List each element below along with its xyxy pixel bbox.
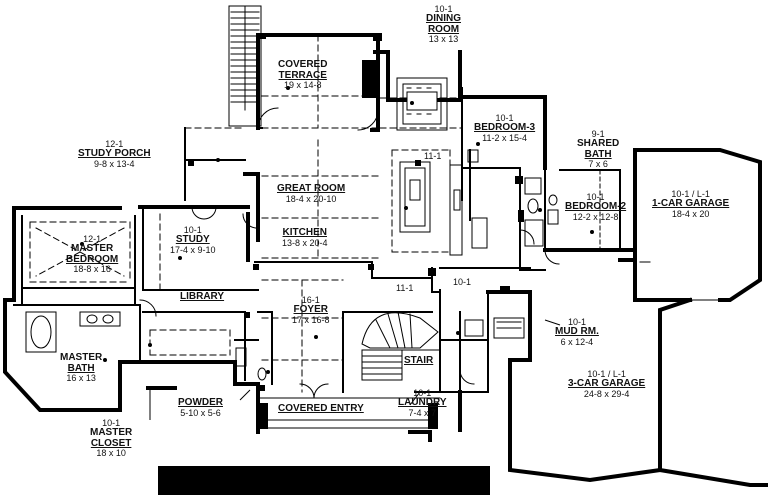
room-name: COVERED [278,59,328,70]
leader-lines [149,319,561,420]
room-name: KITCHEN [282,227,327,238]
room-dims: 13 x 13 [428,34,459,45]
room-name: LAUNDRY [398,397,447,409]
bottom-black-bar [158,466,490,495]
room-dims: 7 x 6 [588,159,608,170]
garage-1-label: 10-1 / L-1 1-CAR GARAGE 18-4 x 20 [652,189,730,219]
great-room-label: GREAT ROOM 18-4 x 20-10 [277,183,346,204]
room-name: BEDROOM-2 [565,201,627,213]
stair-label: STAIR [404,355,434,367]
ceiling-height: 10-1 [413,388,432,398]
ceiling-height: 10-1 [495,113,514,123]
ceiling-height: 10-1 [586,192,605,202]
library-label: LIBRARY [180,291,225,303]
room-dims: 6 x 12-4 [560,336,594,347]
room-name: POWDER [178,397,223,408]
room-dims: 17 x 16-8 [292,314,330,325]
room-dims: 9-8 x 13-4 [94,158,135,169]
room-name-line2: BEDROOM [66,253,119,265]
ceiling-height: 10-1 [434,4,453,14]
study-porch-label: 12-1 STUDY PORCH 9-8 x 13-4 [78,139,151,169]
great-room-ceiling: 11-1 [424,151,442,161]
room-name: MASTER [90,427,133,439]
ceiling-height: 9-1 [591,129,605,139]
master-closet-label: 10-1 MASTER CLOSET 18 x 10 [90,418,133,459]
kitchen-island [399,161,463,256]
ceiling-height: 16-1 [301,295,320,305]
ceiling-height: 10-1 [102,418,121,428]
room-name-line2: BATH [67,362,95,374]
room-name: DINING [426,13,461,25]
hall-ceiling: 11-1 [396,283,414,293]
laundry-label: 10-1 LAUNDRY 7-4 x 7 [398,388,447,418]
room-name: FOYER [293,304,328,316]
room-name: GREAT ROOM [277,183,346,194]
room-dims: 7-4 x 7 [408,407,437,418]
room-name: COVERED ENTRY [278,403,364,414]
room-name: 3-CAR GARAGE [568,378,646,390]
kitchen-label: KITCHEN 13-8 x 20-4 [282,227,328,248]
room-dims: 13-8 x 20-4 [282,237,328,248]
room-name: MUD RM. [555,326,599,338]
mud-ceiling-upper: 10-1 [453,277,472,287]
stair [361,311,441,381]
dining-table [396,77,448,131]
room-dims: 5-10 x 5-6 [180,407,221,418]
room-name: BEDROOM-3 [474,122,536,134]
room-name: MASTER [71,243,114,255]
room-dims: 18-8 x 16 [73,264,111,275]
shared-bath-label: 9-1 SHARED BATH 7 x 6 [577,129,620,170]
ceiling-height: 11-1 [396,283,414,293]
room-name: STAIR [404,355,434,366]
ceiling-height: 12-1 [83,234,102,244]
room-dims: 17-4 x 9-10 [170,244,216,255]
room-name: STUDY PORCH [78,148,151,160]
bedroom-2-label: 10-1 BEDROOM-2 12-2 x 12-8 [565,192,627,222]
ceiling-height: 10-1 [567,317,586,327]
wall-posts [188,33,524,429]
ceiling-height: 10-1 [453,277,472,287]
foyer-label: 16-1 FOYER 17 x 16-8 [292,295,330,325]
ceiling-markers [80,86,594,374]
powder-label: POWDER 5-10 x 5-6 [178,397,223,418]
door-swings [139,107,560,399]
room-name: MASTER [60,352,103,363]
garage-doors [599,169,721,301]
entry-columns [257,397,441,429]
bath-fixtures [25,149,559,381]
covered-entry-label: COVERED ENTRY [278,403,364,415]
room-dims: 24-8 x 29-4 [583,388,630,399]
room-dims: 11-2 x 15-4 [482,132,527,143]
bedroom-3-label: 10-1 BEDROOM-3 11-2 x 15-4 [474,113,536,143]
ceiling-height: 11-1 [424,151,442,161]
room-dims: 16 x 13 [66,373,96,383]
master-bedroom-label: 12-1 MASTER BEDROOM 18-8 x 16 [66,234,119,275]
room-dims: 18-4 x 20-10 [285,193,337,204]
room-name: LIBRARY [180,291,225,302]
room-name-line2: BATH [584,148,612,160]
room-name-line2: TERRACE [278,69,327,81]
room-name: STUDY [175,234,210,246]
room-name-line2: ROOM [427,23,460,35]
room-dims: 18-4 x 20 [671,208,710,219]
exterior-stair [228,5,262,127]
room-dims: 19 x 14-8 [283,80,322,90]
room-dims: 18 x 10 [96,448,126,459]
mud-room-label: 10-1 MUD RM. 6 x 12-4 [555,317,599,347]
master-bath-label: MASTER BATH 16 x 13 [60,352,103,383]
covered-terrace-label: COVERED TERRACE 19 x 14-8 [278,59,328,90]
ceiling-height: 10-1 / L-1 [671,189,710,199]
room-dims: 12-2 x 12-8 [572,211,619,222]
ceiling-height: 10-1 [183,225,202,235]
study-label: 10-1 STUDY 17-4 x 9-10 [170,225,216,255]
room-name: 1-CAR GARAGE [652,198,730,210]
dining-room-label: 10-1 DINING ROOM 13 x 13 [426,4,461,45]
ceiling-height: 10-1 / L-1 [587,369,626,379]
ceiling-height: 12-1 [105,139,124,149]
garage-3-label: 10-1 / L-1 3-CAR GARAGE 24-8 x 29-4 [568,369,646,399]
room-name: SHARED [577,138,620,150]
room-name-line2: CLOSET [90,437,132,449]
